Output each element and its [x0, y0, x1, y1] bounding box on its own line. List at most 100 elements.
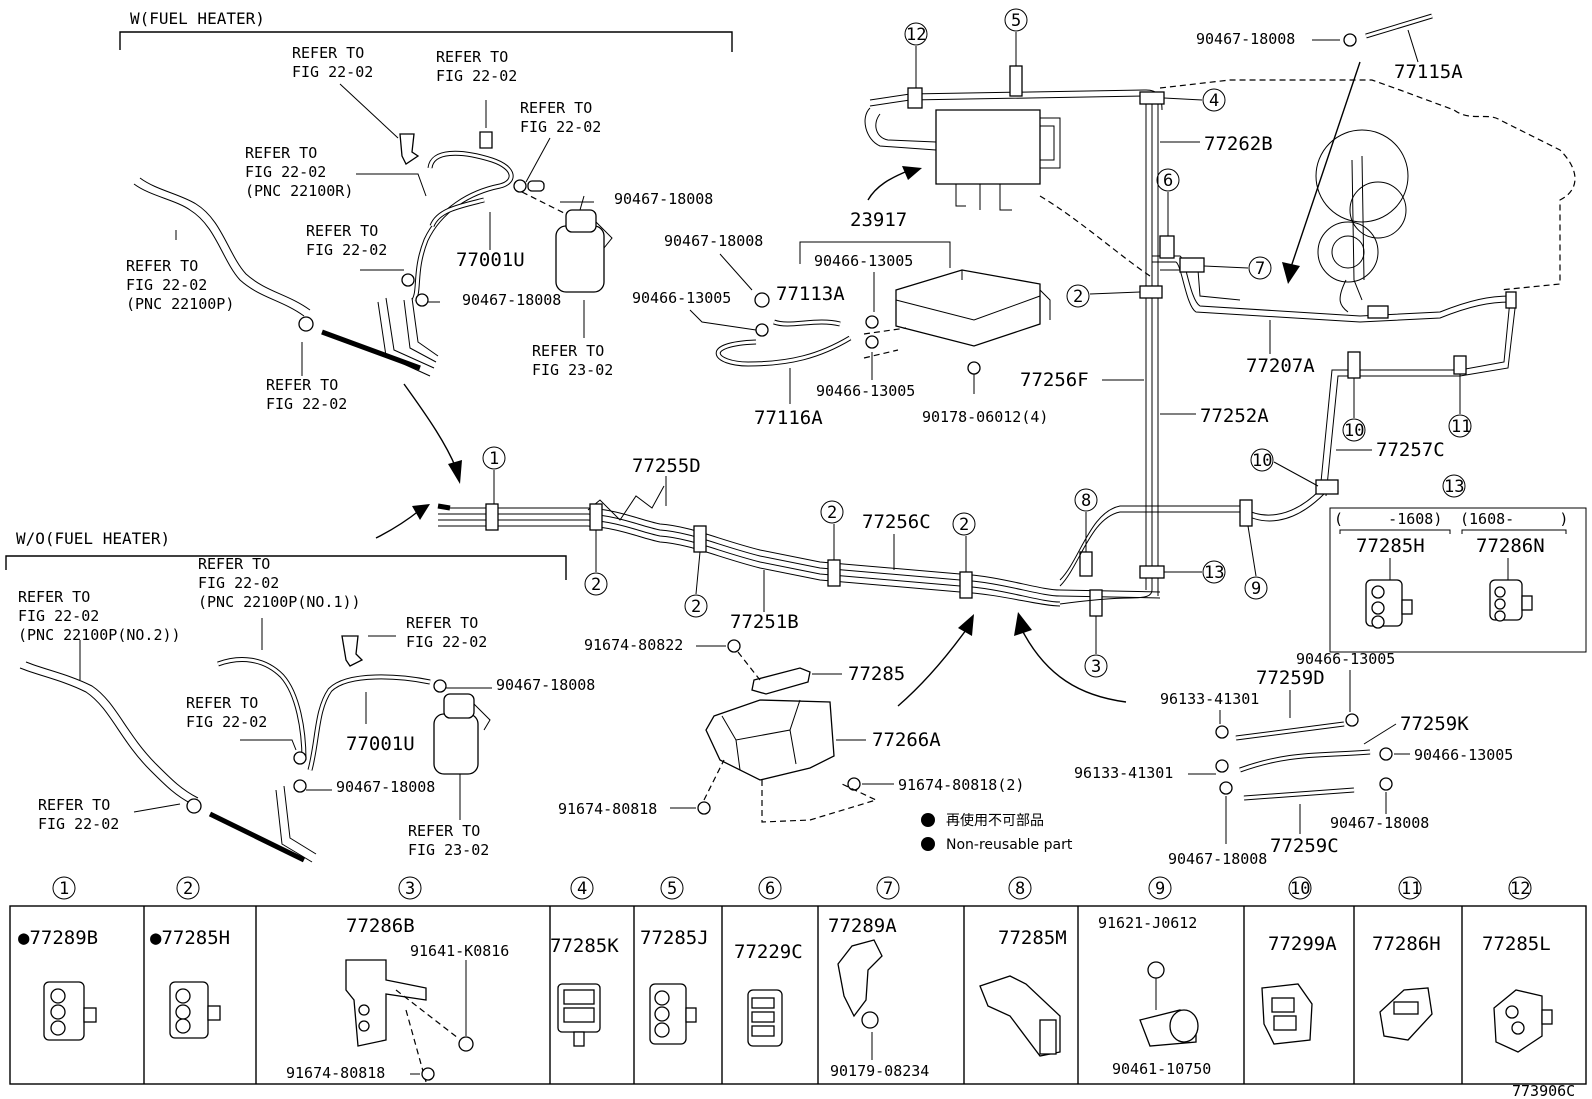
table-col-3: 3 — [405, 879, 415, 899]
clamp-2 — [589, 503, 603, 531]
clamp-9 — [1239, 499, 1253, 527]
hose-clamp-icon — [401, 273, 415, 287]
hose-clamp-icon — [1379, 777, 1393, 791]
part-77259C: 77259C — [1270, 835, 1339, 857]
part-77256F: 77256F — [1020, 369, 1089, 391]
table-part-77289A: 77289A — [828, 915, 897, 937]
hose-clamp-icon — [415, 293, 429, 307]
table-part-91641-K0816: 91641-K0816 — [410, 942, 509, 960]
part-77251B: 77251B — [730, 611, 799, 633]
hose-clamp-icon — [298, 316, 314, 332]
callout-5: 5 — [1004, 8, 1028, 66]
part-96133-41301: 96133-41301 — [1160, 690, 1259, 708]
part-77256C: 77256C — [862, 511, 931, 533]
hose-clamp-icon — [1379, 747, 1393, 761]
hose-clamp-icon — [293, 751, 307, 765]
svg-text:2: 2 — [691, 597, 701, 617]
table-part-91621-J0612: 91621-J0612 — [1098, 914, 1197, 932]
clamp-10 — [1315, 479, 1339, 495]
hose-clamp-icon — [186, 798, 202, 814]
bolt-icon — [421, 1067, 435, 1081]
date-range-after: (1608- ) — [1460, 510, 1568, 528]
part-77286N: 77286N — [1476, 535, 1545, 557]
table-part-77285J: 77285J — [640, 927, 709, 949]
section-with-heater-bracket — [119, 31, 733, 52]
part-77207A: 77207A — [1246, 355, 1315, 377]
callout-9: 9 — [1244, 525, 1268, 600]
clamp-1 — [485, 503, 499, 531]
clip-77285H-icon — [169, 981, 221, 1039]
clamp-13 — [1139, 565, 1165, 579]
clip-77285H-icon — [1365, 579, 1413, 629]
clamp-5 — [1009, 65, 1023, 97]
callout-6: 6 — [1156, 168, 1180, 236]
legend-jp: 再使用不可部品 — [946, 812, 1044, 829]
hose-clamp-icon — [433, 679, 447, 693]
clamp-12 — [907, 87, 923, 109]
callout-2: 2 — [1066, 284, 1141, 308]
table-part-77286B: 77286B — [346, 915, 415, 937]
flow-arrow — [403, 383, 457, 469]
part-77001U: 77001U — [346, 733, 415, 755]
bracket-icon — [341, 635, 364, 667]
callout-3: 3 — [1084, 616, 1108, 678]
fuel-filter-icon — [555, 225, 605, 293]
table-part-77285K: 77285K — [550, 935, 619, 957]
clamp-2 — [827, 559, 841, 587]
part-90467-18008: 90467-18008 — [1330, 814, 1429, 832]
connector-icon — [1505, 291, 1517, 309]
clip-77286H-icon — [1379, 987, 1433, 1041]
date-range-before: ( -1608) — [1334, 510, 1442, 528]
callout-7: 7 — [1203, 256, 1272, 280]
fuel-filter-icon — [433, 713, 479, 775]
table-part-77285M: 77285M — [998, 927, 1067, 949]
clamp-2 — [693, 525, 707, 553]
clip-77285K-icon — [557, 983, 601, 1047]
part-77113A: 77113A — [776, 283, 845, 305]
hose-clamp-icon — [755, 323, 769, 337]
hose-clamp-icon — [1215, 759, 1229, 773]
clamp-4 — [1139, 91, 1165, 105]
part-90178: 90178-06012(4) — [922, 408, 1048, 426]
hose-clamp-icon — [513, 179, 527, 193]
callout-13: 13 — [1442, 474, 1466, 498]
clamp-2 — [959, 571, 973, 599]
svg-text:2: 2 — [827, 503, 837, 523]
table-part-77229C: 77229C — [734, 941, 803, 963]
hose-clamp-icon — [1343, 33, 1357, 47]
hose-clamp-icon — [1345, 713, 1359, 727]
callout-11: 11 — [1448, 374, 1472, 438]
table-col-5: 5 — [667, 879, 677, 899]
svg-text:5: 5 — [1011, 11, 1021, 31]
clip-77285L-icon — [1493, 989, 1553, 1053]
svg-text:12: 12 — [906, 25, 926, 45]
hose-clamp-icon — [865, 335, 879, 349]
part-90466-13005: 90466-13005 — [632, 289, 731, 307]
svg-text:10: 10 — [1344, 421, 1364, 441]
part-90467-18008: 90467-18008 — [614, 190, 713, 208]
part-90466-13005: 90466-13005 — [1414, 746, 1513, 764]
fuel-tank-outline — [1039, 79, 1576, 291]
svg-text:10: 10 — [1252, 451, 1272, 471]
clip-90461-10750-icon — [1139, 961, 1199, 1047]
clamp-2 — [1139, 285, 1163, 299]
table-part-90461-10750: 90461-10750 — [1112, 1060, 1211, 1078]
table-part-77299A: 77299A — [1268, 933, 1337, 955]
callout-10: 10 — [1250, 448, 1319, 487]
callout-2: 2 — [820, 500, 844, 560]
part-91674-80818: 91674-80818 — [558, 800, 657, 818]
bolt-icon — [727, 639, 741, 653]
section-without-heater-bracket — [5, 555, 567, 580]
svg-text:13: 13 — [1204, 563, 1224, 583]
table-col-8: 8 — [1015, 879, 1025, 899]
